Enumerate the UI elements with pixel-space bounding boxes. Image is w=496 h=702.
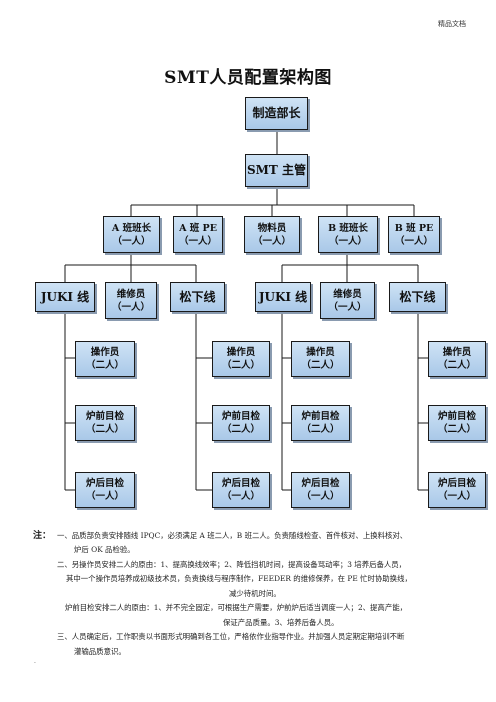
post-reflow-inspection-label-1: 炉后目检 — [85, 478, 124, 489]
supervisor-label: SMT 主管 — [246, 163, 307, 177]
notes-line-7: 保证产品质量。3、培养后备人员。 — [223, 618, 339, 627]
operator-box-2: 操作员 （二人） — [212, 341, 270, 377]
post-reflow-inspection-box-4: 炉后目检 （一人） — [428, 472, 486, 508]
post-reflow-inspection-count-3: （一人） — [301, 491, 340, 502]
post-reflow-inspection-box-1: 炉后目检 （一人） — [75, 472, 135, 508]
pre-reflow-inspection-label-1: 炉前目检 — [85, 411, 124, 422]
repair-tech-b-label: 维修员 — [333, 288, 362, 300]
pre-reflow-inspection-label-3: 炉前目检 — [301, 411, 340, 422]
a-shift-pe-count: （一人） — [178, 235, 217, 247]
juki-line-a-label: JUKI 线 — [40, 289, 90, 304]
a-shift-pe-box: A 班 PE （一人） — [173, 216, 223, 253]
a-shift-leader-label: A 班班长 — [111, 222, 152, 234]
repair-tech-a-box: 维修员 （一人） — [105, 282, 157, 319]
footer-dot: . — [34, 658, 36, 665]
juki-line-b-label: JUKI 线 — [258, 289, 308, 304]
pre-reflow-inspection-box-2: 炉前目检 （二人） — [212, 405, 270, 441]
matsushita-line-b-box: 松下线 — [389, 282, 446, 312]
notes-line-2: 炉后 OK 品检验。 — [74, 545, 135, 554]
b-shift-pe-label: B 班 PE — [394, 222, 434, 234]
juki-line-b-box: JUKI 线 — [255, 282, 311, 312]
matsushita-line-b-label: 松下线 — [399, 289, 436, 304]
pre-reflow-inspection-label-2: 炉前目检 — [221, 411, 260, 422]
notes-line-8: 三、人员确定后，工作职责以书面形式明确到各工位，严格依作业指导作业。并加强人员定… — [57, 632, 405, 641]
operator-count-4: （二人） — [437, 360, 476, 371]
director-box: 制造部长 — [245, 97, 308, 130]
post-reflow-inspection-box-2: 炉后目检 （一人） — [212, 472, 270, 508]
a-shift-pe-label: A 班 PE — [179, 222, 217, 234]
supervisor-box: SMT 主管 — [245, 154, 308, 187]
b-shift-leader-label: B 班班长 — [328, 222, 368, 234]
pre-reflow-inspection-count-1: （二人） — [85, 424, 124, 435]
material-handler-count: （一人） — [252, 235, 291, 247]
post-reflow-inspection-box-3: 炉后目检 （一人） — [291, 472, 350, 508]
pre-reflow-inspection-box-4: 炉前目检 （二人） — [428, 405, 486, 441]
notes-line-1: 一、品质部负责安排随线 IPQC，必须满足 A 班二人，B 班二人。负责随线检查… — [57, 531, 408, 540]
director-label: 制造部长 — [252, 106, 301, 120]
operator-count-2: （二人） — [221, 360, 260, 371]
b-shift-leader-count: （一人） — [328, 235, 367, 247]
pre-reflow-inspection-label-4: 炉前目检 — [437, 411, 476, 422]
pre-reflow-inspection-count-4: （二人） — [437, 424, 476, 435]
matsushita-line-a-label: 松下线 — [179, 289, 216, 304]
notes-line-4: 其中一个操作员培养成初级技术员，负责换线与程序制作，FEEDER 的维修保养，在… — [66, 574, 412, 583]
a-shift-leader-count: （一人） — [112, 235, 151, 247]
notes-line-5: 减少待机时间。 — [229, 589, 281, 598]
material-handler-label: 物料员 — [257, 222, 287, 234]
post-reflow-inspection-count-1: （一人） — [85, 491, 124, 502]
b-shift-pe-count: （一人） — [394, 235, 433, 247]
notes-line-3: 二、另操作员安排二人的原由：1、提高换线效率；2、降低挡机时间，提高设备骂动率；… — [57, 560, 407, 569]
operator-label-3: 操作员 — [306, 347, 335, 358]
pre-reflow-inspection-count-3: （二人） — [301, 424, 340, 435]
juki-line-a-box: JUKI 线 — [35, 282, 95, 312]
matsushita-line-a-box: 松下线 — [170, 282, 225, 312]
page-header: 精品文档 — [438, 20, 466, 28]
page-title: SMT人员配置架构图 — [164, 68, 332, 88]
b-shift-leader-box: B 班班长 （一人） — [318, 216, 378, 253]
operator-count-1: （二人） — [85, 360, 124, 371]
b-shift-pe-box: B 班 PE （一人） — [388, 216, 440, 253]
repair-tech-b-count: （一人） — [328, 301, 367, 313]
notes-line-6: 炉前目检安排二人的原由：1、并不完全固定，可根据生产需要，炉前炉后适当调度一人；… — [65, 603, 407, 612]
repair-tech-b-box: 维修员 （一人） — [320, 282, 375, 319]
operator-box-1: 操作员 （二人） — [75, 341, 135, 377]
operator-label-4: 操作员 — [442, 347, 472, 358]
operator-box-4: 操作员 （二人） — [428, 341, 486, 377]
pre-reflow-inspection-box-1: 炉前目检 （二人） — [75, 405, 135, 441]
post-reflow-inspection-label-2: 炉后目检 — [221, 478, 260, 489]
post-reflow-inspection-count-2: （一人） — [221, 491, 260, 502]
notes-label: 注： — [33, 531, 52, 541]
operator-label-2: 操作员 — [226, 347, 256, 358]
operator-count-3: （二人） — [301, 360, 340, 371]
repair-tech-a-label: 维修员 — [116, 288, 146, 300]
a-shift-leader-box: A 班班长 （一人） — [103, 216, 160, 253]
operator-box-3: 操作员 （二人） — [291, 341, 350, 377]
operator-label-1: 操作员 — [90, 347, 120, 358]
material-handler-box: 物料员 （一人） — [244, 216, 300, 253]
repair-tech-a-count: （一人） — [111, 301, 150, 313]
post-reflow-inspection-label-4: 炉后目检 — [437, 478, 476, 489]
notes-line-9: 灌输品质意识。 — [74, 647, 126, 656]
pre-reflow-inspection-box-3: 炉前目检 （二人） — [291, 405, 350, 441]
post-reflow-inspection-count-4: （一人） — [437, 491, 476, 502]
pre-reflow-inspection-count-2: （二人） — [221, 424, 260, 435]
post-reflow-inspection-label-3: 炉后目检 — [301, 478, 340, 489]
